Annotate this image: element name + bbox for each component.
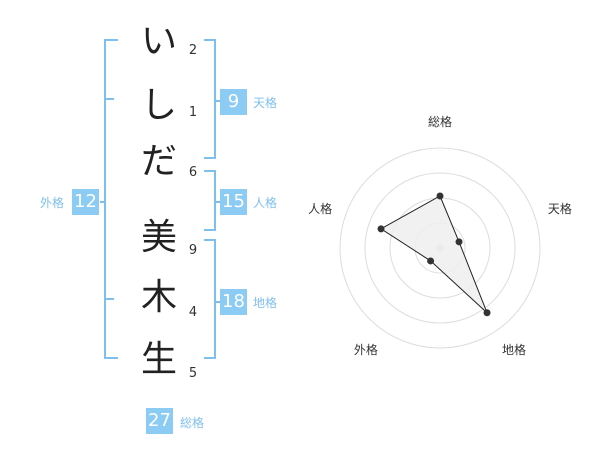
radar-ring-4 — [339, 147, 541, 349]
radar-point-3 — [483, 309, 491, 317]
stroke-count-1: 2 — [188, 43, 198, 58]
stroke-count-3: 6 — [188, 165, 198, 180]
radar-point-2 — [455, 238, 463, 246]
stroke-count-5: 4 — [188, 305, 198, 320]
chikaku-label: 地格 — [253, 296, 278, 310]
name-char-1: い — [140, 21, 177, 62]
soukaku-value-badge: 27 — [146, 408, 173, 434]
gaikaku-value-badge: 12 — [72, 189, 99, 215]
name-char-6: 生 — [140, 339, 177, 380]
stroke-count-2: 1 — [188, 105, 198, 120]
soukaku-label: 総格 — [180, 416, 205, 430]
radar-axis-label: 総格 — [428, 114, 452, 129]
radar-point-5 — [377, 225, 385, 233]
radar-point-1 — [436, 192, 444, 200]
jinkaku-label: 人格 — [253, 196, 278, 210]
radar-point-4 — [427, 257, 435, 265]
radar-ring-3 — [364, 172, 516, 324]
chikaku-value-badge: 18 — [220, 289, 247, 315]
jinkaku-value-badge: 15 — [220, 189, 247, 215]
name-char-3: だ — [140, 141, 177, 182]
radar-axis-label: 外格 — [354, 342, 378, 357]
radar-axis-label: 天格 — [548, 201, 572, 216]
name-char-5: 木 — [140, 277, 177, 318]
radar-axis-label: 地格 — [502, 342, 526, 357]
radar-series — [377, 192, 491, 317]
stroke-count-6: 5 — [188, 366, 198, 381]
stroke-count-4: 9 — [188, 243, 198, 258]
radar-axis-label: 人格 — [308, 201, 332, 216]
tenkaku-value-badge: 9 — [220, 89, 247, 115]
gaikaku-label: 外格 — [40, 196, 65, 210]
radar-area — [380, 195, 488, 314]
name-char-4: 美 — [140, 217, 177, 258]
tenkaku-label: 天格 — [253, 96, 278, 110]
name-char-2: し — [140, 85, 177, 126]
radar-grid — [339, 147, 541, 349]
